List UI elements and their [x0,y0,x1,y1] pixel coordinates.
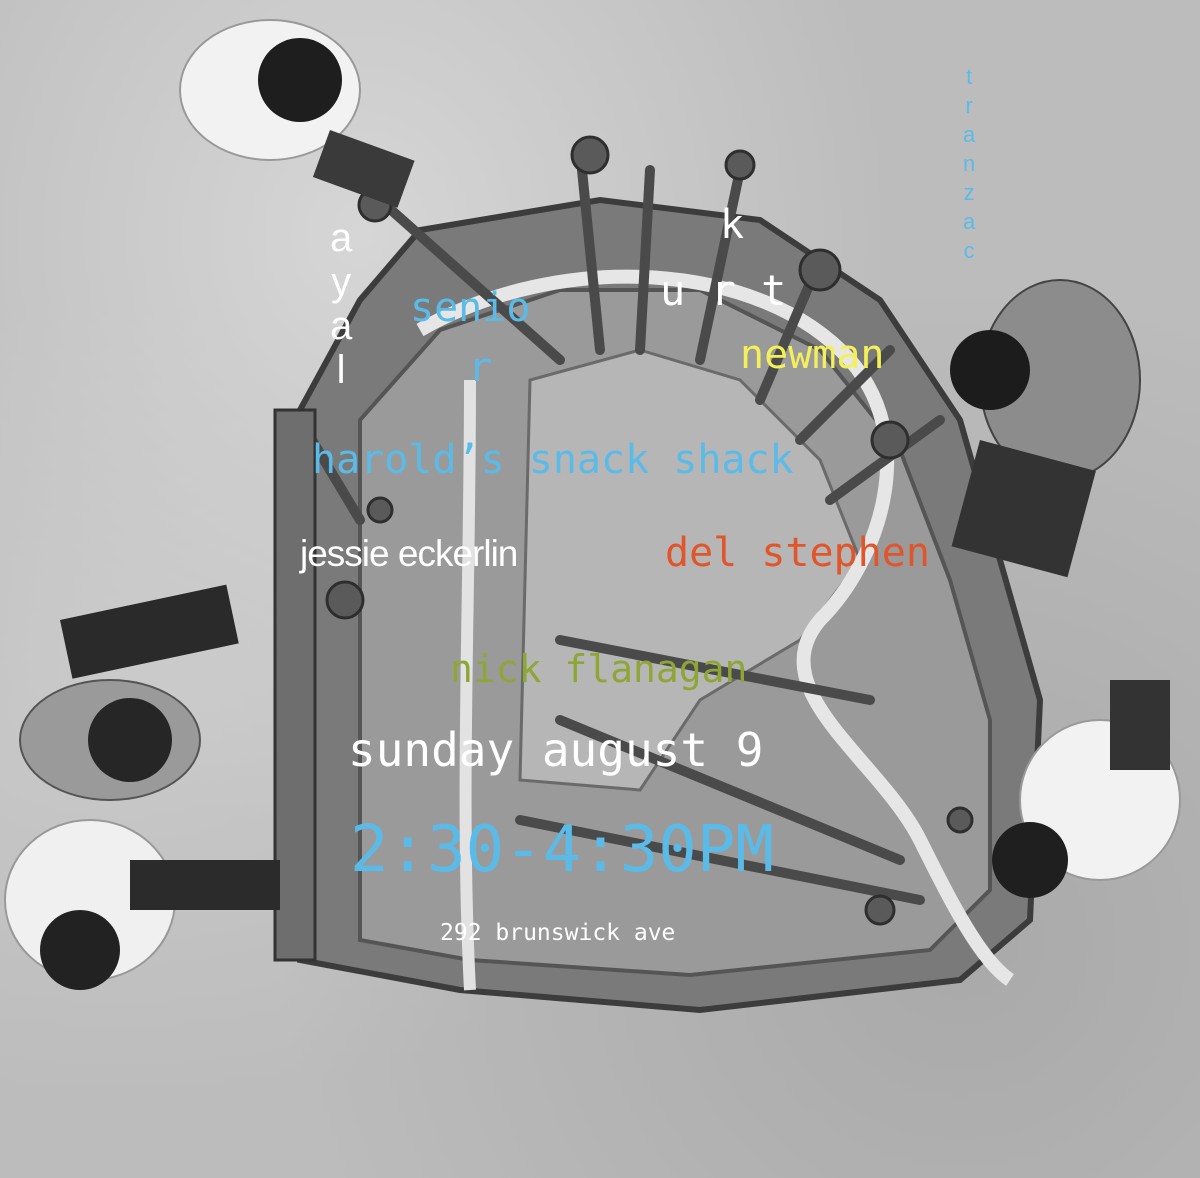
venue-letter: a [963,122,976,147]
artist-harolds-snack-shack: harold’s snack shack [312,437,794,483]
artist-ayal-letter: a [330,216,353,260]
worker-bottom-left-1 [19,584,239,801]
event-address: 292 brunswick ave [440,920,676,946]
venue-letter: t [966,64,973,89]
artist-ayal-letter: y [331,260,352,304]
venue-letter: a [963,209,976,234]
artist-del-stephen: del stephen [665,530,930,576]
artist-kurt-k: k [720,202,745,248]
artist-senior-line2: r [468,345,493,391]
venue-letter: z [963,180,975,205]
venue-name-vertical: t r a n z a c [963,66,975,262]
artist-senior-line1: senio [410,285,531,331]
event-time: 2:30-4:30PM [350,813,774,887]
artist-newman: newman [740,332,885,378]
artist-ayal-letter: l [336,348,346,392]
venue-letter: c [963,238,975,263]
worker-bottom-right [992,680,1181,898]
artist-jessie-eckerlin: jessie eckerlin [300,533,518,574]
artist-ayal-letter: a [330,304,353,348]
venue-letter: n [963,151,976,176]
worker-right [950,279,1141,578]
artist-kurt-rest: u r t [660,266,787,315]
event-date: sunday august 9 [348,723,764,777]
worker-bottom-left-2 [4,819,280,990]
artist-ayal: a y a l [330,218,352,390]
worker-top-left [179,19,415,208]
artist-nick-flanagan: nick flanagan [450,647,748,691]
venue-letter: r [965,93,973,118]
